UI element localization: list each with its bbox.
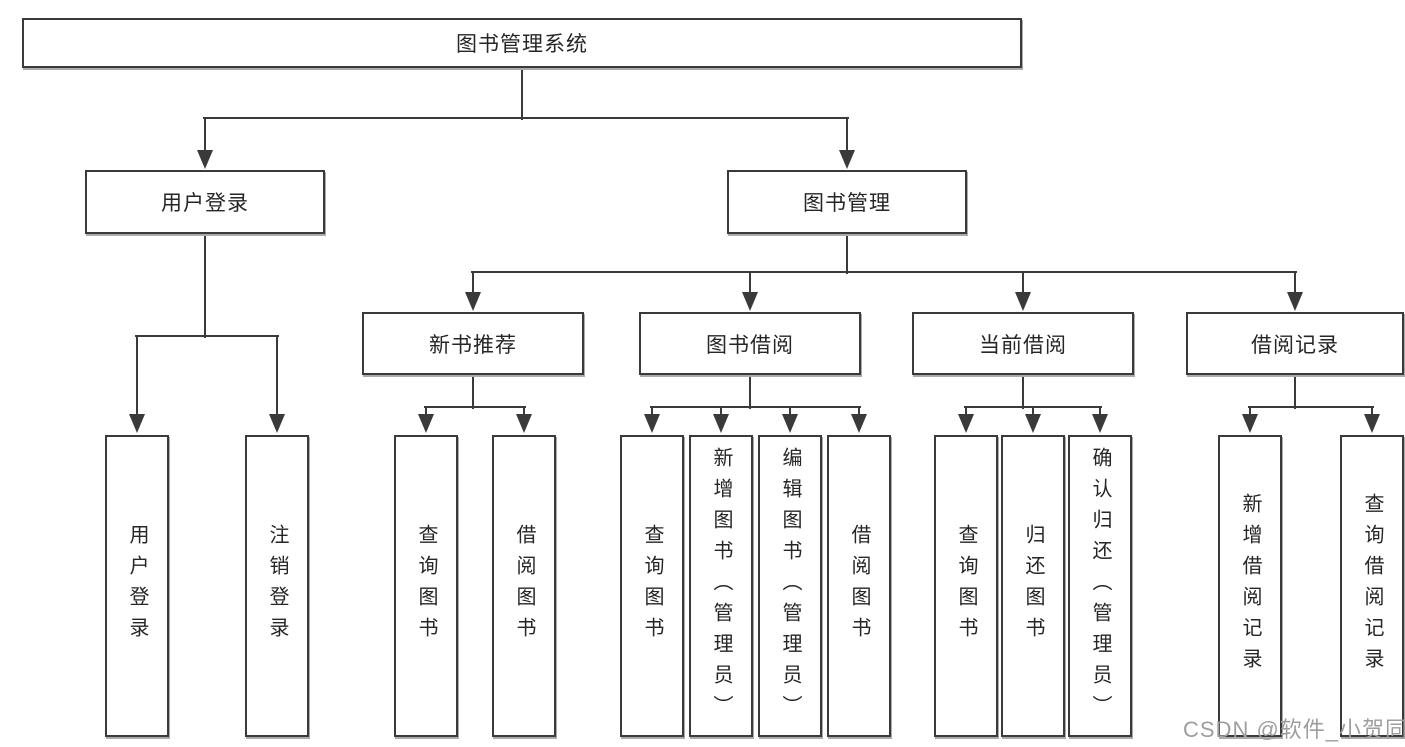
- node-book-borrow: 图书借阅: [639, 312, 861, 375]
- node-book-management: 图书管理: [727, 170, 967, 234]
- node-current-borrow: 当前借阅: [912, 312, 1134, 375]
- node-new-book-recommend: 新书推荐: [362, 312, 584, 375]
- leaf-query-books-current-label: 查询图书: [955, 524, 977, 648]
- leaf-query-books-newbook: 查询图书: [394, 435, 458, 737]
- leaf-borrow-books-newbook: 借阅图书: [492, 435, 556, 737]
- leaf-user-login: 用户登录: [105, 435, 169, 737]
- leaf-confirm-return-admin: 确认归还（管理员）: [1068, 435, 1132, 737]
- leaf-query-books-current: 查询图书: [934, 435, 998, 737]
- leaf-add-book-admin-label: 新增图书（管理员）: [710, 446, 732, 726]
- leaf-query-books-borrow: 查询图书: [620, 435, 684, 737]
- leaf-user-login-label: 用户登录: [126, 524, 148, 648]
- leaf-query-books-borrow-label: 查询图书: [641, 524, 663, 648]
- connector-segments: [135, 67, 1374, 416]
- leaf-logout-label: 注销登录: [266, 524, 288, 648]
- leaf-borrow-books-newbook-label: 借阅图书: [513, 524, 535, 648]
- leaf-return-books-label: 归还图书: [1022, 524, 1044, 648]
- leaf-add-borrow-record-label: 新增借阅记录: [1239, 493, 1261, 679]
- leaf-query-books-newbook-label: 查询图书: [415, 524, 437, 648]
- node-user-login: 用户登录: [85, 170, 325, 234]
- node-root: 图书管理系统: [22, 18, 1022, 68]
- leaf-query-borrow-record: 查询借阅记录: [1340, 435, 1404, 737]
- leaf-query-borrow-record-label: 查询借阅记录: [1361, 493, 1383, 679]
- leaf-confirm-return-admin-label: 确认归还（管理员）: [1089, 446, 1111, 726]
- leaf-return-books: 归还图书: [1001, 435, 1065, 737]
- leaf-add-book-admin: 新增图书（管理员）: [689, 435, 753, 737]
- leaf-borrow-books-borrow: 借阅图书: [827, 435, 891, 737]
- leaf-add-borrow-record: 新增借阅记录: [1218, 435, 1282, 737]
- leaf-edit-book-admin: 编辑图书（管理员）: [758, 435, 822, 737]
- arrowheads: [129, 150, 1380, 433]
- leaf-logout: 注销登录: [245, 435, 309, 737]
- node-borrow-records: 借阅记录: [1186, 312, 1404, 375]
- leaf-borrow-books-borrow-label: 借阅图书: [848, 524, 870, 648]
- leaf-edit-book-admin-label: 编辑图书（管理员）: [779, 446, 801, 726]
- watermark: CSDN @软件_小贺同学: [1183, 717, 1405, 742]
